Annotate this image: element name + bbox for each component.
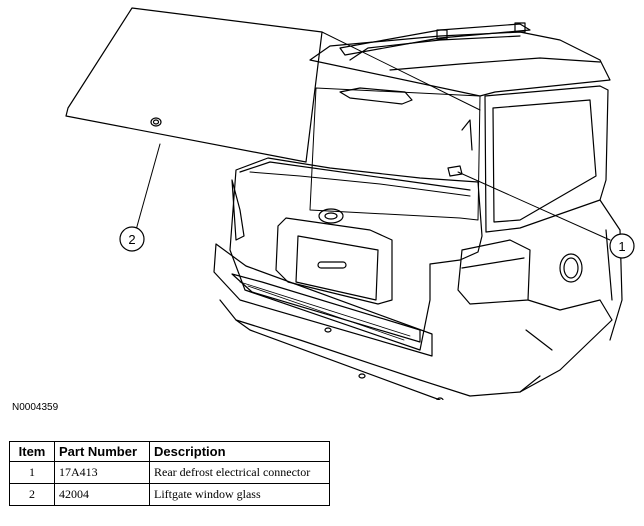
row-item: 1 bbox=[9, 461, 55, 484]
callout-1-label: 1 bbox=[618, 239, 625, 254]
tail-lamp bbox=[457, 239, 531, 305]
row-description: Rear defrost electrical connector bbox=[149, 461, 330, 484]
header-description: Description bbox=[149, 441, 330, 462]
side-body bbox=[484, 85, 623, 341]
rear-quarter-lower bbox=[519, 299, 613, 393]
header-item: Item bbox=[9, 441, 55, 462]
table-row: 2 42004 Liftgate window glass bbox=[9, 483, 330, 506]
callout-1: 1 bbox=[609, 233, 635, 259]
fuel-door bbox=[559, 253, 583, 283]
row-item: 2 bbox=[9, 483, 55, 506]
roof-rails bbox=[339, 22, 531, 56]
liftgate-window-glass bbox=[65, 7, 323, 163]
row-description: Liftgate window glass bbox=[149, 483, 330, 506]
parts-table: Item Part Number Description 1 17A413 Re… bbox=[9, 441, 330, 506]
bumper-details bbox=[324, 327, 444, 400]
header-part-number: Part Number bbox=[54, 441, 150, 462]
figure-id: N0004359 bbox=[12, 402, 59, 413]
callout-2: 2 bbox=[119, 226, 145, 252]
license-plate-area bbox=[275, 208, 393, 305]
row-part-number: 17A413 bbox=[54, 461, 150, 484]
table-row: 1 17A413 Rear defrost electrical connect… bbox=[9, 461, 330, 484]
row-part-number: 42004 bbox=[54, 483, 150, 506]
roof bbox=[309, 31, 611, 97]
callout-2-label: 2 bbox=[128, 232, 135, 247]
liftgate-illustration: 1 2 bbox=[65, 7, 635, 400]
liftgate bbox=[229, 157, 483, 351]
table-header-row: Item Part Number Description bbox=[9, 441, 330, 462]
leader-lines bbox=[135, 31, 611, 241]
rear-defrost-connector bbox=[447, 119, 473, 177]
rear-window-opening bbox=[309, 87, 481, 221]
vehicle-rear-drawing: 1 2 bbox=[65, 7, 635, 400]
